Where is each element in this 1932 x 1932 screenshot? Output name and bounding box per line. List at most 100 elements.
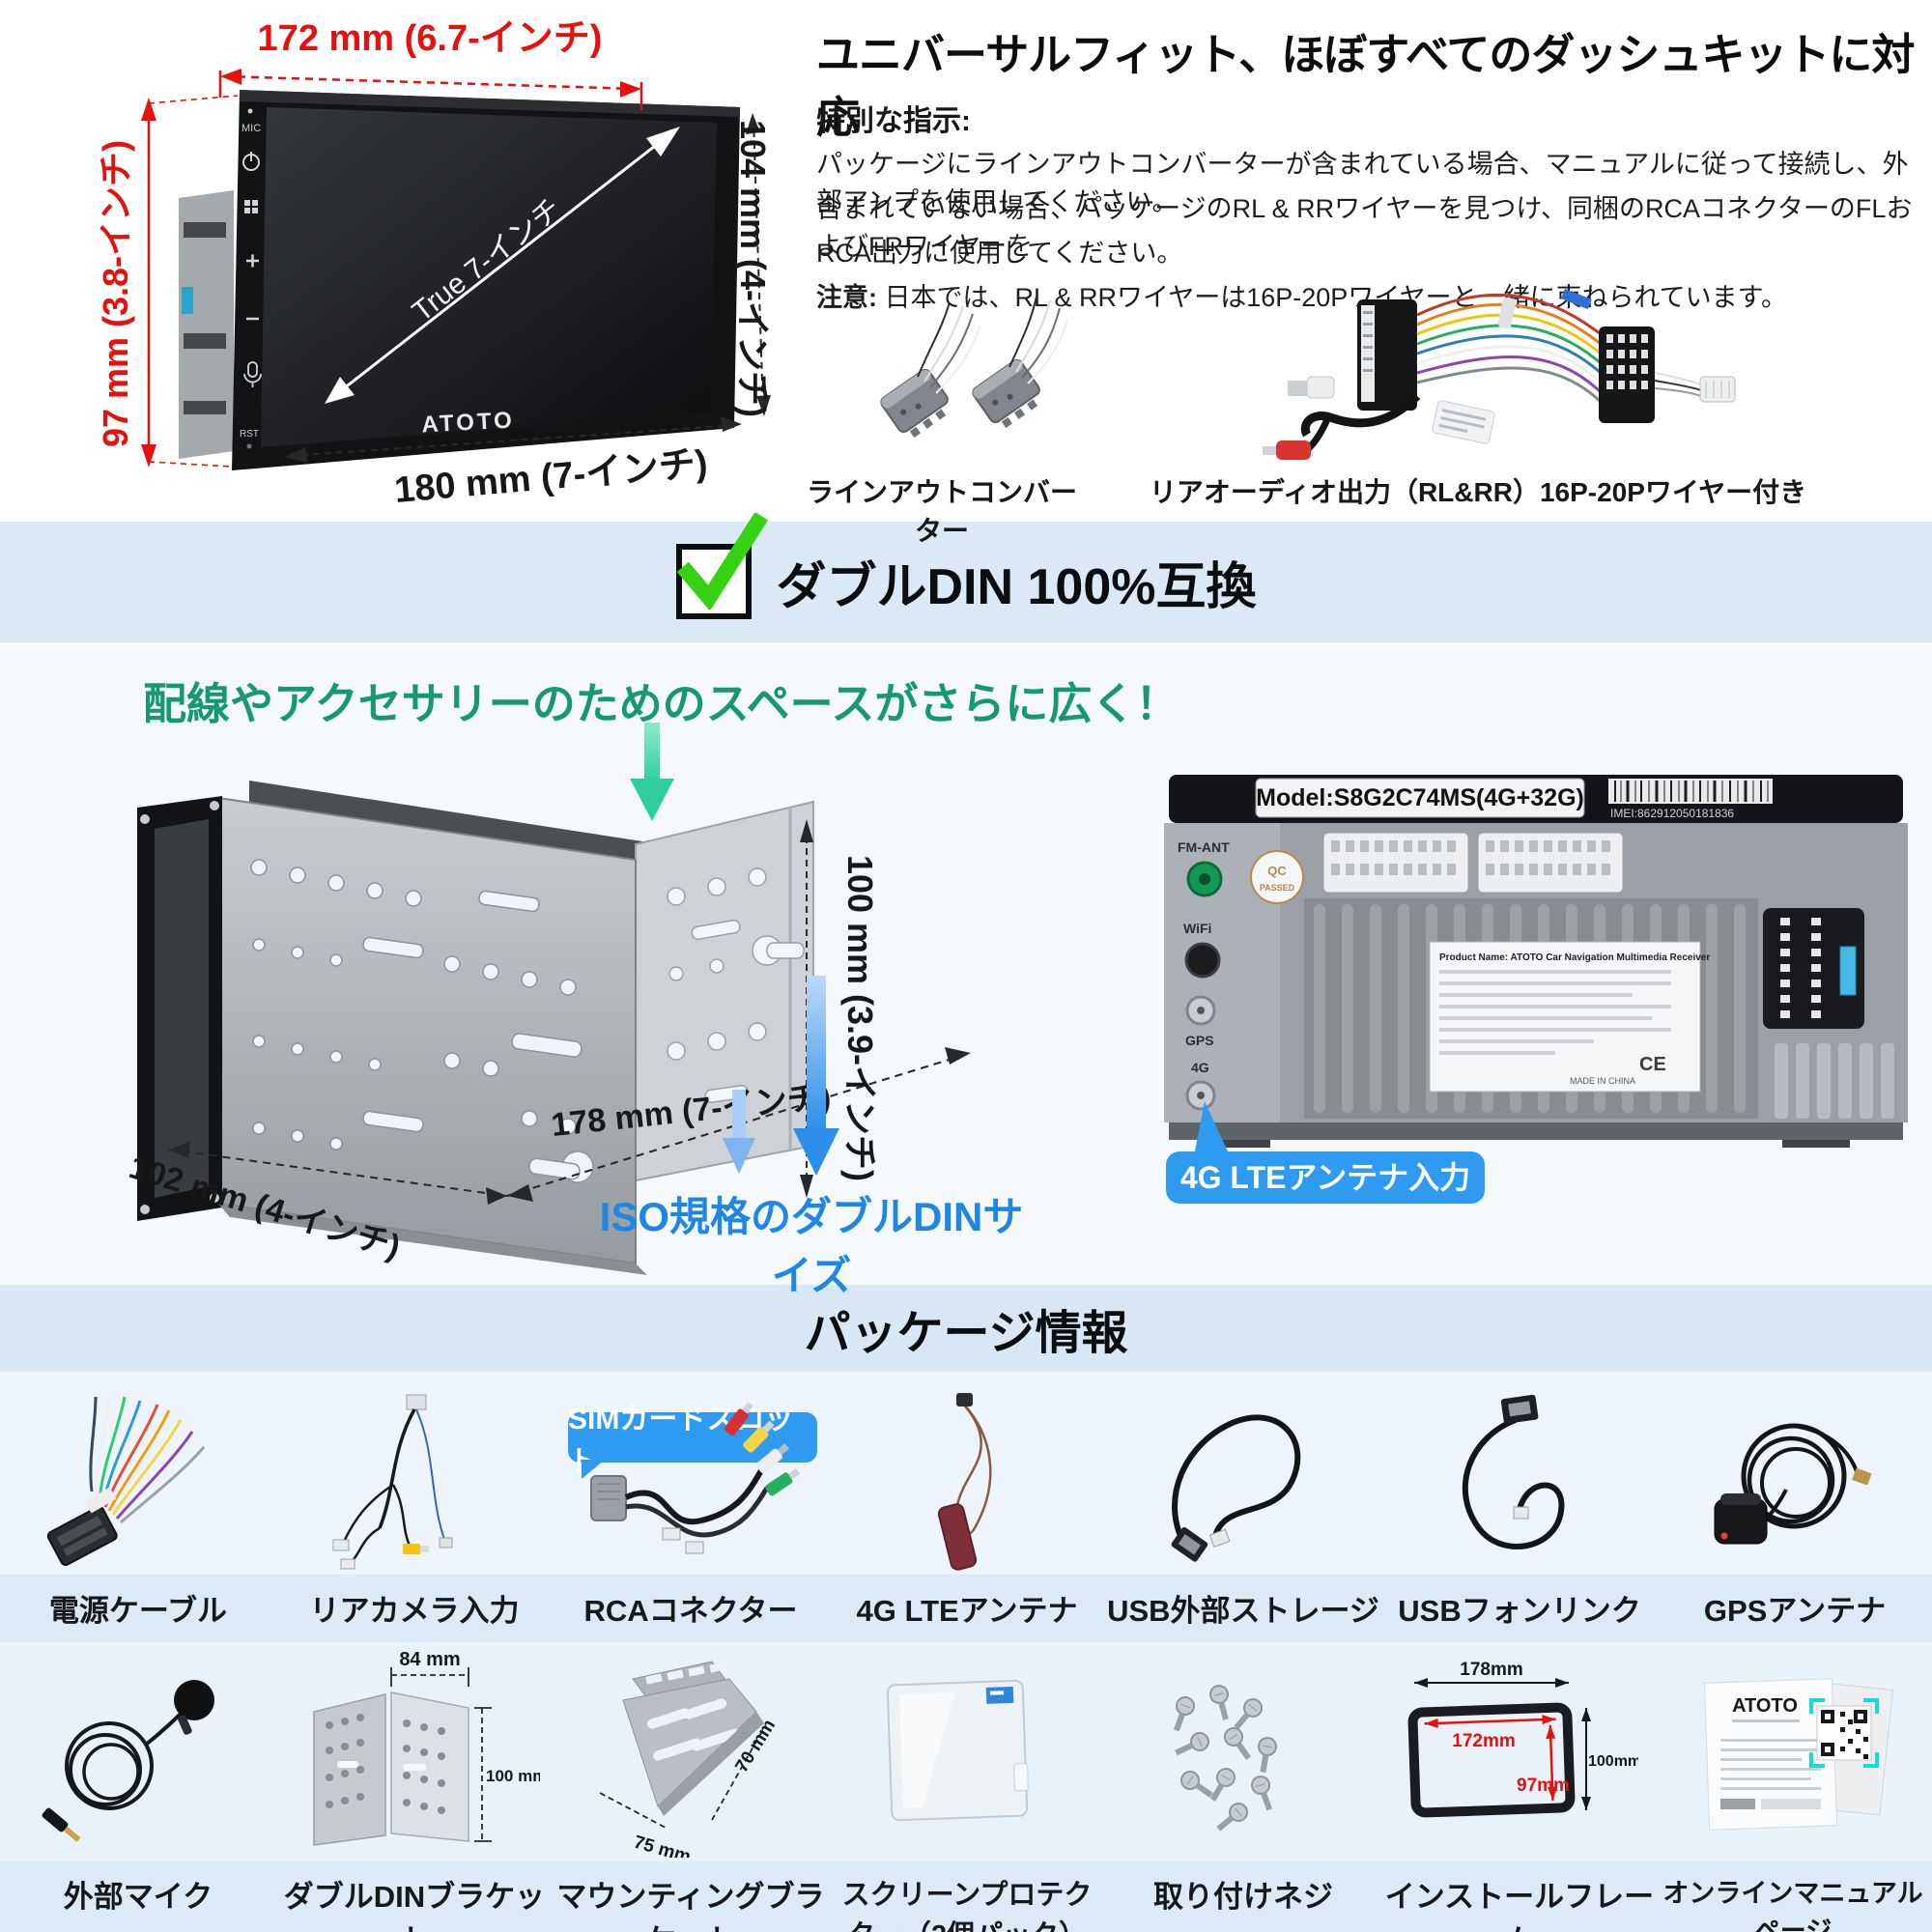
package-heading-band (0, 1285, 1932, 1372)
fuse (1839, 946, 1857, 996)
item-external-mic (42, 1680, 214, 1842)
sleeve-clip (182, 287, 193, 314)
dim-line-top (218, 71, 643, 110)
red-rca-plug (1276, 440, 1311, 460)
din-banner-band (0, 522, 1932, 642)
volume-up-icon (246, 254, 259, 268)
thick-cable (1300, 392, 1421, 438)
wiring-socket-2 (1477, 832, 1624, 894)
dim-line-left (147, 95, 239, 468)
chassis-sleeve (179, 190, 234, 459)
converter-box-2 (972, 296, 1068, 429)
power-icon (242, 152, 260, 171)
frame-inner-width-dim: 172mm (1452, 1731, 1516, 1751)
power-wires (89, 1394, 206, 1524)
label-usb-phone-link: USBフォンリンク (1398, 1594, 1641, 1628)
instruction-line-3: RCA出力に使用してください。 (816, 239, 1183, 268)
instruction-line-1: パッケージにラインアウトコンバーターが含まれている場合、マニュアルに従って接続し… (816, 150, 1909, 216)
svg-text:QC: QC (1267, 864, 1287, 878)
frame-outer-height-dim: 100mm (1588, 1753, 1638, 1770)
bracket-height-dim: 100 mm (486, 1767, 540, 1785)
pull-tab (1013, 1763, 1029, 1792)
label-rear-camera: リアカメラ入力 (309, 1594, 520, 1628)
mount-width-dim: 75 mm (632, 1833, 694, 1858)
sim-slot-callout: SIMカードスロット (568, 1404, 817, 1479)
item-mounting-bracket: 75 mm 70 mm (599, 1661, 780, 1858)
label-screen-protector: スクリーンプロテクター（2個パック） (841, 1880, 1093, 1932)
wifi-label: WiFi (1183, 921, 1211, 936)
sim-callout-tail (582, 1460, 605, 1479)
note-text: 日本では、RL & RRワイヤーは16P-20Pワイヤーと一緒に束ねられています… (884, 283, 1787, 312)
label-power-cable: 電源ケーブル (48, 1594, 228, 1628)
svg-text:MADE IN CHINA: MADE IN CHINA (1570, 1076, 1635, 1086)
diagonal-arrow (329, 130, 673, 401)
iso-size-label: ISO規格のダブルDINサイズ (599, 1194, 1024, 1298)
harness-wires (1416, 293, 1603, 404)
space-heading: 配線やアクセサリーのためのスペースがさらに広く！ (143, 679, 1179, 728)
rear-audio-harness-figure (1263, 288, 1736, 460)
antenna-patch (937, 1503, 978, 1571)
main-harness-socket (1763, 908, 1864, 1029)
bracket-width-dim: 84 mm (399, 1650, 460, 1670)
item-online-manual: ATOTO (1703, 1678, 1894, 1831)
package-row1-label-band (0, 1575, 1932, 1642)
checkbox-icon (675, 513, 768, 619)
frame-inner-height-dim: 97mm (1517, 1776, 1570, 1796)
rca-plugs (724, 1402, 801, 1496)
aux-plug (42, 1807, 81, 1842)
product-label: Product Name: ATOTO Car Navigation Multi… (1429, 941, 1710, 1093)
sim-slot-callout-text: SIMカードスロット (568, 1404, 794, 1478)
din-banner: ダブルDIN 100%互換 (0, 513, 1932, 630)
label-tag (1432, 400, 1495, 444)
mini-din-plug (1306, 376, 1335, 399)
label-din-brackets: ダブルDINブラケット (283, 1880, 546, 1932)
item-install-frame: 178mm 172mm 97mm 100mm (1407, 1660, 1638, 1818)
4g-callout-text: 4G LTEアンテナ入力 (1180, 1160, 1470, 1195)
item-din-brackets: 84 mm 100 mm (313, 1650, 540, 1846)
dim-line-right (753, 118, 764, 412)
wiring-socket-1 (1322, 832, 1469, 894)
svg-text:PASSED: PASSED (1260, 883, 1295, 893)
rst-label: RST (240, 429, 259, 440)
svg-text:Product Name: ATOTO Car Naviga: Product Name: ATOTO Car Navigation Multi… (1439, 952, 1710, 963)
label-online-manual: オンラインマニュアルページ (1662, 1879, 1923, 1932)
item-rca-connector (590, 1402, 801, 1554)
qr-highlight-brackets (1809, 1698, 1879, 1768)
note-label: 注意: (816, 283, 877, 312)
green-down-arrow-icon (630, 723, 674, 821)
label-gps-antenna: GPSアンテナ (1703, 1594, 1887, 1628)
item-gps-antenna (1714, 1423, 1872, 1545)
item-usb-storage (1171, 1414, 1301, 1562)
4g-callout (1166, 1151, 1485, 1204)
svg-text:CE: CE (1639, 1054, 1666, 1075)
green-check-icon (676, 513, 768, 610)
item-rear-camera-input (332, 1394, 453, 1570)
din-banner-text: ダブルDIN 100%互換 (776, 558, 1257, 615)
model-label: Model:S8G2C74MS(4G+32G) (1256, 784, 1584, 811)
din-cage-illustration (137, 781, 814, 1275)
instruction-line-2: 含まれていない場合、パッケージのRL & RRワイヤーを見つけ、同梱のRCAコネ… (816, 194, 1913, 261)
label-rca-connector: RCAコネクター (583, 1594, 798, 1628)
head-unit-illustration: MIC RST ATOTO True 7-インチ (141, 69, 771, 470)
sim-slot-connector (590, 1475, 627, 1521)
label-external-mic: 外部マイク (63, 1880, 213, 1914)
mic-capsule (174, 1680, 214, 1720)
yellow-rca (403, 1544, 420, 1554)
item-power-cable (46, 1394, 206, 1566)
voice-mic-icon (243, 361, 262, 387)
item-usb-phone-link (1462, 1394, 1565, 1549)
dim-line-bottom (289, 424, 737, 457)
lineout-converter-figure (880, 296, 1068, 439)
label-install-frame: インストールフレーム (1384, 1880, 1655, 1932)
blue-flag (1560, 288, 1592, 310)
dim-height-right: 104 mm (4-インチ) (733, 119, 773, 418)
4g-label: 4G (1191, 1060, 1209, 1075)
dim-width-top: 172 mm (6.7-インチ) (257, 18, 603, 59)
usb-a-plug (1171, 1526, 1208, 1562)
usb-a-plug (1500, 1394, 1539, 1424)
qc-passed-sticker: QC PASSED (1250, 850, 1304, 904)
corner-sticker (985, 1686, 1014, 1704)
dim-lines-cage-base (168, 1047, 972, 1205)
imei-label: IMEI:862912050181836 (1610, 807, 1734, 820)
